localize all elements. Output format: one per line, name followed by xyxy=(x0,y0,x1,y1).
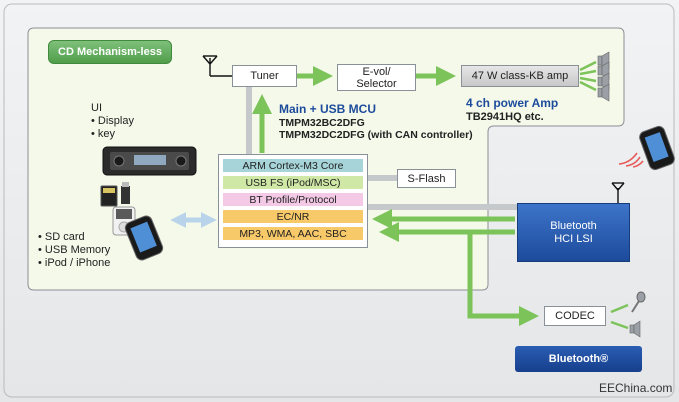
tuner-antenna-icon xyxy=(202,55,232,77)
mcu-part2: TMPM32DC2DFG (with CAN controller) xyxy=(279,129,473,141)
usb-memory-icon xyxy=(121,182,130,204)
iphone-icon xyxy=(124,215,164,261)
mcu-part1: TMPM32BC2DFG xyxy=(279,117,365,129)
layer-ec-nr: EC/NR xyxy=(223,210,363,223)
bluetooth-button[interactable]: Bluetooth® xyxy=(515,346,642,372)
ui-item-key: • key xyxy=(91,128,116,140)
media-sd-card: • SD card xyxy=(38,231,85,243)
bt-lsi-line2: HCI LSI xyxy=(554,232,593,245)
amp-title: 4 ch power Amp xyxy=(466,96,559,110)
car-head-unit-icon xyxy=(102,146,197,176)
codec-label: CODEC xyxy=(555,310,595,322)
amp-label: 47 W class-KB amp xyxy=(471,70,569,82)
evol-selector-box: E-vol/ Selector xyxy=(337,64,416,91)
outer-frame xyxy=(3,3,675,398)
microphone-icon xyxy=(631,291,646,313)
layer-bt-profile: BT Profile/Protocol xyxy=(223,193,363,206)
amp-box: 47 W class-KB amp xyxy=(461,65,579,87)
layer-usb-fs: USB FS (iPod/MSC) xyxy=(223,176,363,189)
codec-box: CODEC xyxy=(544,306,606,326)
codec-speaker-icon xyxy=(629,320,641,338)
tuner-label: Tuner xyxy=(250,70,279,82)
mcu-stack: ARM Cortex-M3 Core USB FS (iPod/MSC) BT … xyxy=(218,154,368,248)
sflash-label: S-Flash xyxy=(407,172,446,185)
ui-title: UI xyxy=(91,102,102,114)
media-ipod-iphone: • iPod / iPhone xyxy=(38,257,111,269)
amp-part: TB2941HQ etc. xyxy=(466,111,544,123)
media-usb-memory: • USB Memory xyxy=(38,244,111,256)
evol-line2: Selector xyxy=(356,77,397,90)
layer-codecs: MP3, WMA, AAC, SBC xyxy=(223,227,363,240)
speaker-arrows xyxy=(579,60,597,92)
mcu-title: Main + USB MCU xyxy=(279,102,377,116)
green-arrows xyxy=(252,66,539,326)
layer-arm-core: ARM Cortex-M3 Core xyxy=(223,159,363,172)
watermark: EEChina.com xyxy=(599,381,673,395)
sd-card-icon xyxy=(100,185,118,207)
mic-arrow xyxy=(610,303,629,314)
bt-antenna-icon xyxy=(611,182,625,204)
bt-lsi-line1: Bluetooth xyxy=(550,219,597,232)
speaker-icon xyxy=(597,51,610,102)
tuner-box: Tuner xyxy=(232,65,297,87)
signal-waves-icon xyxy=(618,152,644,168)
bt-phone-icon xyxy=(639,125,675,171)
sflash-box: S-Flash xyxy=(397,169,456,188)
codec-speaker-arrow xyxy=(610,320,629,330)
ui-item-display: • Display xyxy=(91,115,134,127)
bluetooth-hci-lsi-box: Bluetooth HCI LSI xyxy=(517,203,630,262)
region-label: CD Mechanism-less xyxy=(48,40,172,64)
evol-line1: E-vol/ xyxy=(362,65,391,78)
